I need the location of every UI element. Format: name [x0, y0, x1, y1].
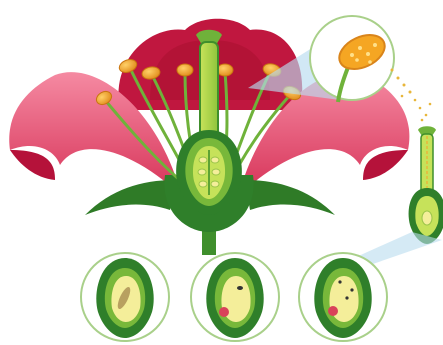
- ovule-stage-3: [299, 253, 387, 341]
- left-petal-curl: [10, 150, 55, 180]
- left-sepal: [85, 180, 175, 215]
- style: [200, 42, 218, 137]
- right-petal-curl: [363, 150, 408, 180]
- right-sepal: [245, 180, 335, 215]
- small-ovule: [422, 211, 432, 225]
- ovule-stage-1: [81, 253, 169, 341]
- ovule-stage-2: [191, 253, 279, 341]
- ovule-stage-panels: [81, 253, 387, 341]
